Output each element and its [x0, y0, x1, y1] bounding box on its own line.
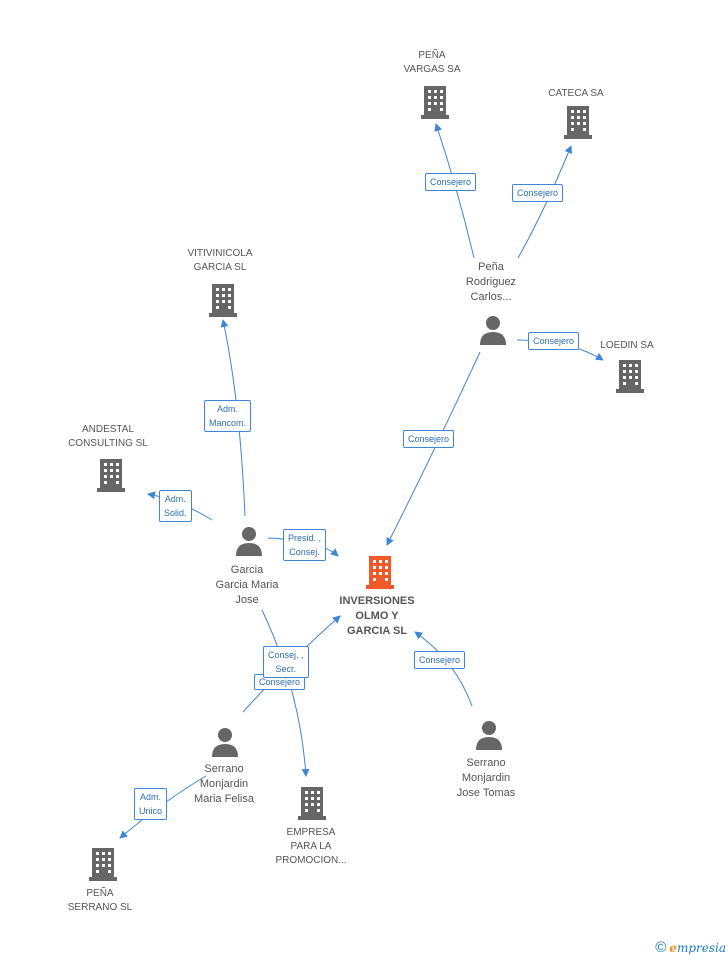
node-label-pena-rodriguez[interactable]: Peña Rodriguez Carlos...	[465, 261, 517, 303]
node-label-serrano-felisa[interactable]: Serrano Monjardin Maria Felisa	[194, 763, 254, 805]
person-icon[interactable]	[478, 314, 508, 346]
person-icon[interactable]	[210, 726, 240, 758]
edge-label-consejero-cateca[interactable]: Consejero	[512, 184, 564, 202]
node-label-cateca[interactable]: CATECA SA	[548, 88, 604, 99]
edge-label-presid-consej[interactable]: Presid. , Consej.	[283, 529, 327, 561]
edge-label-consejero-inversiones-top[interactable]: Consejero	[403, 430, 455, 448]
edge-label-consej-secr[interactable]: Consej. , Secr.	[263, 646, 309, 678]
edge-pena-rodriguez-to-inversiones	[386, 351, 481, 546]
node-label-andestal[interactable]: ANDESTAL CONSULTING SL	[68, 424, 148, 449]
building-icon[interactable]	[419, 84, 451, 120]
node-label-inversiones[interactable]: INVERSIONES OLMO Y GARCIA SL	[339, 595, 415, 637]
node-label-pena-serrano[interactable]: PEÑA SERRANO SL	[67, 888, 133, 913]
edge-garcia-to-empresa	[261, 609, 310, 777]
building-icon[interactable]	[562, 104, 594, 140]
brand-logo[interactable]: empresia	[669, 940, 726, 955]
node-label-garcia[interactable]: Garcia Garcia Maria Jose	[215, 564, 279, 606]
node-label-loedin[interactable]: LOEDIN SA	[600, 340, 654, 351]
person-icon[interactable]	[234, 525, 264, 557]
building-icon-center[interactable]	[364, 554, 396, 590]
building-icon[interactable]	[207, 282, 239, 318]
edge-label-adm-solid[interactable]: Adm. Solid.	[159, 490, 192, 522]
node-label-pena-vargas[interactable]: PEÑA VARGAS SA	[403, 50, 461, 75]
building-icon[interactable]	[296, 785, 328, 821]
person-icon[interactable]	[474, 719, 504, 751]
edge-label-adm-unico[interactable]: Adm. Unico	[134, 788, 168, 820]
copyright-icon: ©	[655, 939, 667, 956]
building-icon[interactable]	[614, 358, 646, 394]
footer-branding: © empresia	[655, 939, 726, 956]
edge-label-consejero-pena-vargas[interactable]: Consejero	[425, 173, 477, 191]
edge-label-adm-mancom[interactable]: Adm. Mancom.	[204, 400, 252, 432]
node-label-serrano-tomas[interactable]: Serrano Monjardin Jose Tomas	[456, 757, 516, 799]
edge-pena-rodriguez-to-pena-vargas	[434, 123, 475, 259]
building-icon[interactable]	[87, 846, 119, 882]
edge-label-consejero-serrano-tomas[interactable]: Consejero	[414, 651, 466, 669]
building-icon[interactable]	[95, 457, 127, 493]
edge-label-consejero-loedin[interactable]: Consejero	[528, 332, 580, 350]
node-label-empresa[interactable]: EMPRESA PARA LA PROMOCION...	[275, 827, 347, 866]
node-label-vitivinicola[interactable]: VITIVINICOLA GARCIA SL	[187, 248, 253, 273]
edge-pena-rodriguez-to-cateca	[517, 145, 573, 259]
edge-serrano-tomas-to-inversiones	[414, 631, 473, 707]
